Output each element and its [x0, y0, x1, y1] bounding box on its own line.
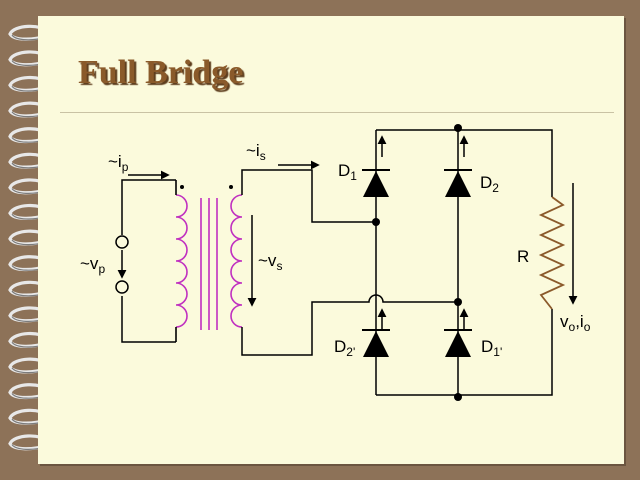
diode-d1-prime-label: D1'	[481, 337, 503, 359]
junction-dots	[372, 124, 462, 401]
diode-d2-prime	[362, 329, 390, 357]
diode-d1	[362, 169, 390, 197]
load-resistor	[538, 196, 566, 310]
title-divider	[60, 112, 614, 113]
primary-winding	[175, 194, 188, 328]
primary-polarity-dot	[180, 185, 184, 189]
diode-d1-label: D1	[338, 161, 357, 183]
resistor-label: R	[517, 247, 530, 266]
junction-dot	[454, 298, 462, 306]
output-label: vo,io	[560, 312, 591, 334]
diode-d1-prime	[444, 329, 472, 357]
secondary-bottom-wire	[241, 294, 458, 356]
slide	[38, 16, 624, 464]
secondary-winding	[230, 194, 243, 328]
primary-current-label: ~ip	[108, 152, 129, 174]
primary-top-wire	[121, 179, 176, 235]
junction-dot	[372, 218, 380, 226]
slide-title: Full Bridge	[78, 54, 244, 91]
diode-d2-prime-label: D2'	[334, 337, 356, 359]
junction-dot	[454, 124, 462, 132]
primary-source-terminal-top	[115, 235, 129, 249]
diode-d2-label: D2	[480, 173, 499, 195]
junction-dot	[454, 393, 462, 401]
secondary-voltage-label: ~vs	[258, 251, 283, 273]
bridge-top-rail	[376, 129, 553, 197]
secondary-polarity-dot	[229, 185, 233, 189]
diode-d2	[444, 169, 472, 197]
primary-voltage-label: ~vp	[80, 254, 106, 276]
secondary-current-label: ~is	[246, 141, 266, 163]
primary-bottom-wire	[121, 296, 176, 343]
bridge-bottom-rail	[376, 309, 553, 396]
secondary-top-wire	[241, 169, 376, 223]
primary-source-terminal-bottom	[115, 280, 129, 294]
transformer	[175, 180, 243, 342]
primary-circuit	[115, 170, 176, 343]
